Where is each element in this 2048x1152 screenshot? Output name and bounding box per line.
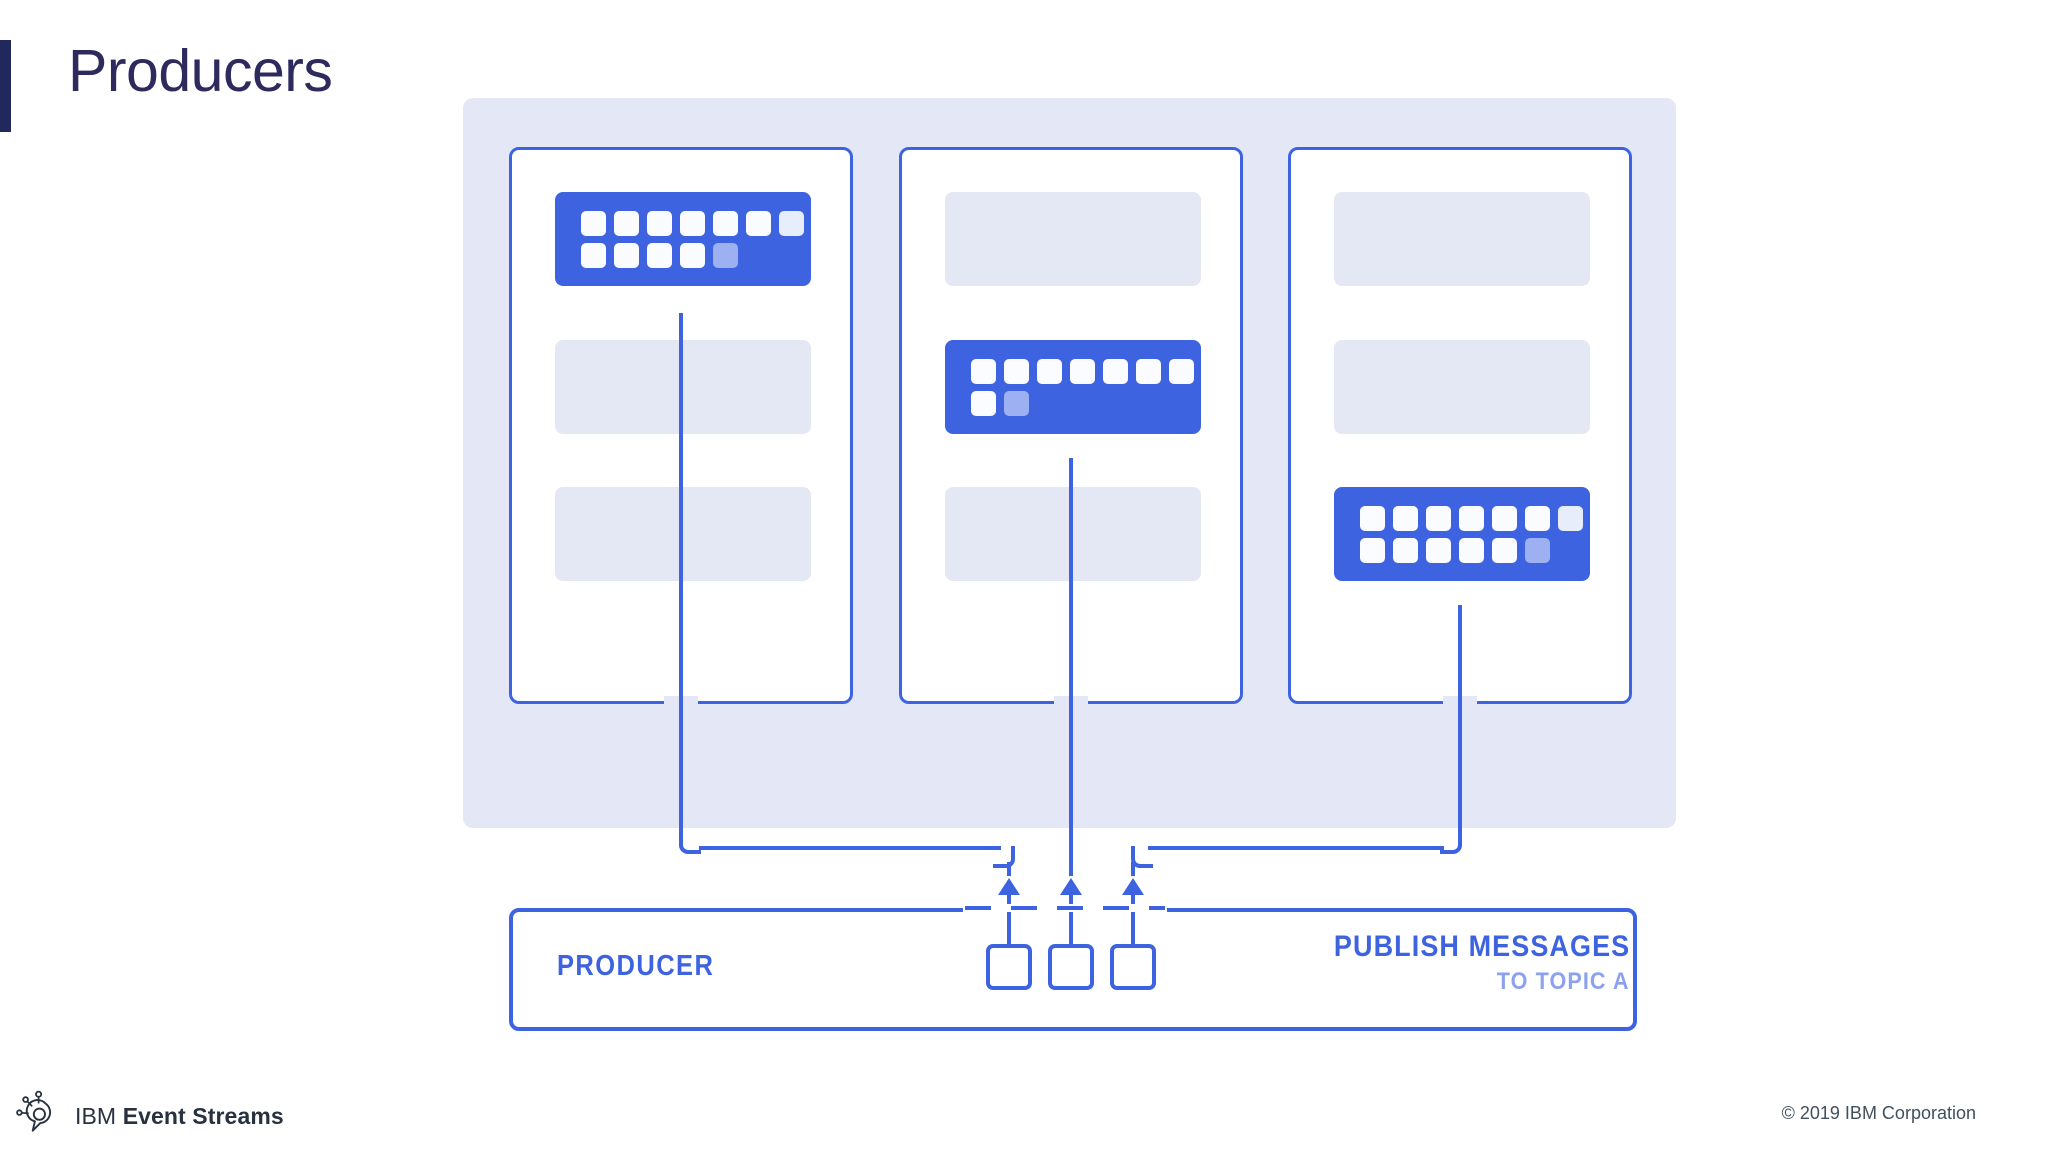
broker-card-1[interactable] [509, 147, 853, 705]
message-cell [1360, 505, 1385, 531]
message-cell [746, 210, 771, 236]
message-cell [1558, 505, 1583, 531]
message-cell [1459, 537, 1484, 563]
connector-broker-1-corner2 [993, 846, 1015, 868]
producer-label: PRODUCER [557, 950, 715, 982]
arrow-2-head [1060, 878, 1082, 895]
footer-brand-prefix: IBM [75, 1103, 123, 1129]
message-cell [1070, 358, 1095, 384]
footer-brand-name: Event Streams [122, 1103, 284, 1129]
connector-broker-3-horizontal [1148, 846, 1444, 850]
message-cell [971, 358, 996, 384]
connector-broker-3-down-to-arrow [1131, 862, 1135, 876]
page-title: Producers [68, 38, 333, 104]
message-cell-pending [713, 242, 738, 268]
message-cell-pending [1004, 390, 1029, 416]
publish-headline: PUBLISH MESSAGES [1333, 930, 1630, 963]
message-cell [1004, 358, 1029, 384]
message-cell [1103, 358, 1128, 384]
producer-message-box-2[interactable] [1048, 944, 1094, 990]
title-accent-bar [0, 40, 11, 132]
message-cell-row [971, 390, 1201, 416]
message-cell [581, 242, 606, 268]
message-cell [1393, 505, 1418, 531]
message-cell [1360, 537, 1385, 563]
connector-broker-3-vertical [1458, 605, 1462, 846]
placeholder-slot [555, 487, 811, 581]
placeholder-slot [1334, 340, 1590, 434]
message-block-topic-a-partition-2 [945, 340, 1201, 434]
footer-logo: IBM Event Streams [16, 1090, 284, 1143]
connector-broker-2-vertical [1069, 458, 1073, 876]
arrow-3-head [1122, 878, 1144, 895]
message-cell [971, 390, 996, 416]
connector-broker-1-down-to-arrow [1007, 862, 1011, 876]
message-cell [647, 210, 672, 236]
message-cell [779, 210, 804, 236]
message-block-topic-a-partition-3 [1334, 487, 1590, 581]
message-cell [713, 210, 738, 236]
message-cell [680, 242, 705, 268]
message-cell [1492, 505, 1517, 531]
placeholder-slot [945, 192, 1201, 286]
message-cell [614, 210, 639, 236]
producer-message-box-3[interactable] [1110, 944, 1156, 990]
connector-broker-3-corner [1440, 832, 1462, 854]
message-cell [1426, 537, 1451, 563]
copyright-notice: © 2019 IBM Corporation [1781, 1103, 1976, 1123]
message-cell-row [581, 242, 811, 268]
arrow-3-stem [1131, 892, 1135, 946]
producer-message-box-1[interactable] [986, 944, 1032, 990]
message-cell [1037, 358, 1062, 384]
message-cell-row [581, 210, 811, 236]
producer-bar-dashed-top [965, 906, 1165, 910]
message-cell-pending [1525, 537, 1550, 563]
message-cell [1525, 505, 1550, 531]
message-cell [581, 210, 606, 236]
broker-card-2[interactable] [899, 147, 1243, 705]
placeholder-slot [1334, 192, 1590, 286]
arrow-2-stem [1069, 892, 1073, 946]
message-cell [680, 210, 705, 236]
message-cell-row [971, 358, 1201, 384]
placeholder-slot [555, 340, 811, 434]
message-cell-row [1360, 537, 1590, 563]
message-cell-row [1360, 505, 1590, 531]
message-cell [614, 242, 639, 268]
connector-broker-1-horizontal [699, 846, 1001, 850]
publish-subline: TO TOPIC A [1497, 968, 1630, 995]
arrow-1-stem [1007, 892, 1011, 946]
connector-broker-1-corner [679, 832, 701, 854]
message-cell [1136, 358, 1161, 384]
message-cell [1426, 505, 1451, 531]
placeholder-slot [945, 487, 1201, 581]
message-cell [1393, 537, 1418, 563]
message-block-topic-a-partition-1 [555, 192, 811, 286]
connector-broker-1-vertical [679, 313, 683, 846]
message-cell [1492, 537, 1517, 563]
footer-brand: IBM Event Streams [75, 1103, 284, 1130]
message-cell [1169, 358, 1194, 384]
message-cell [1459, 505, 1484, 531]
connector-broker-3-corner2 [1131, 846, 1153, 868]
event-streams-pin-icon [16, 1090, 62, 1143]
arrow-1-head [998, 878, 1020, 895]
message-cell [647, 242, 672, 268]
